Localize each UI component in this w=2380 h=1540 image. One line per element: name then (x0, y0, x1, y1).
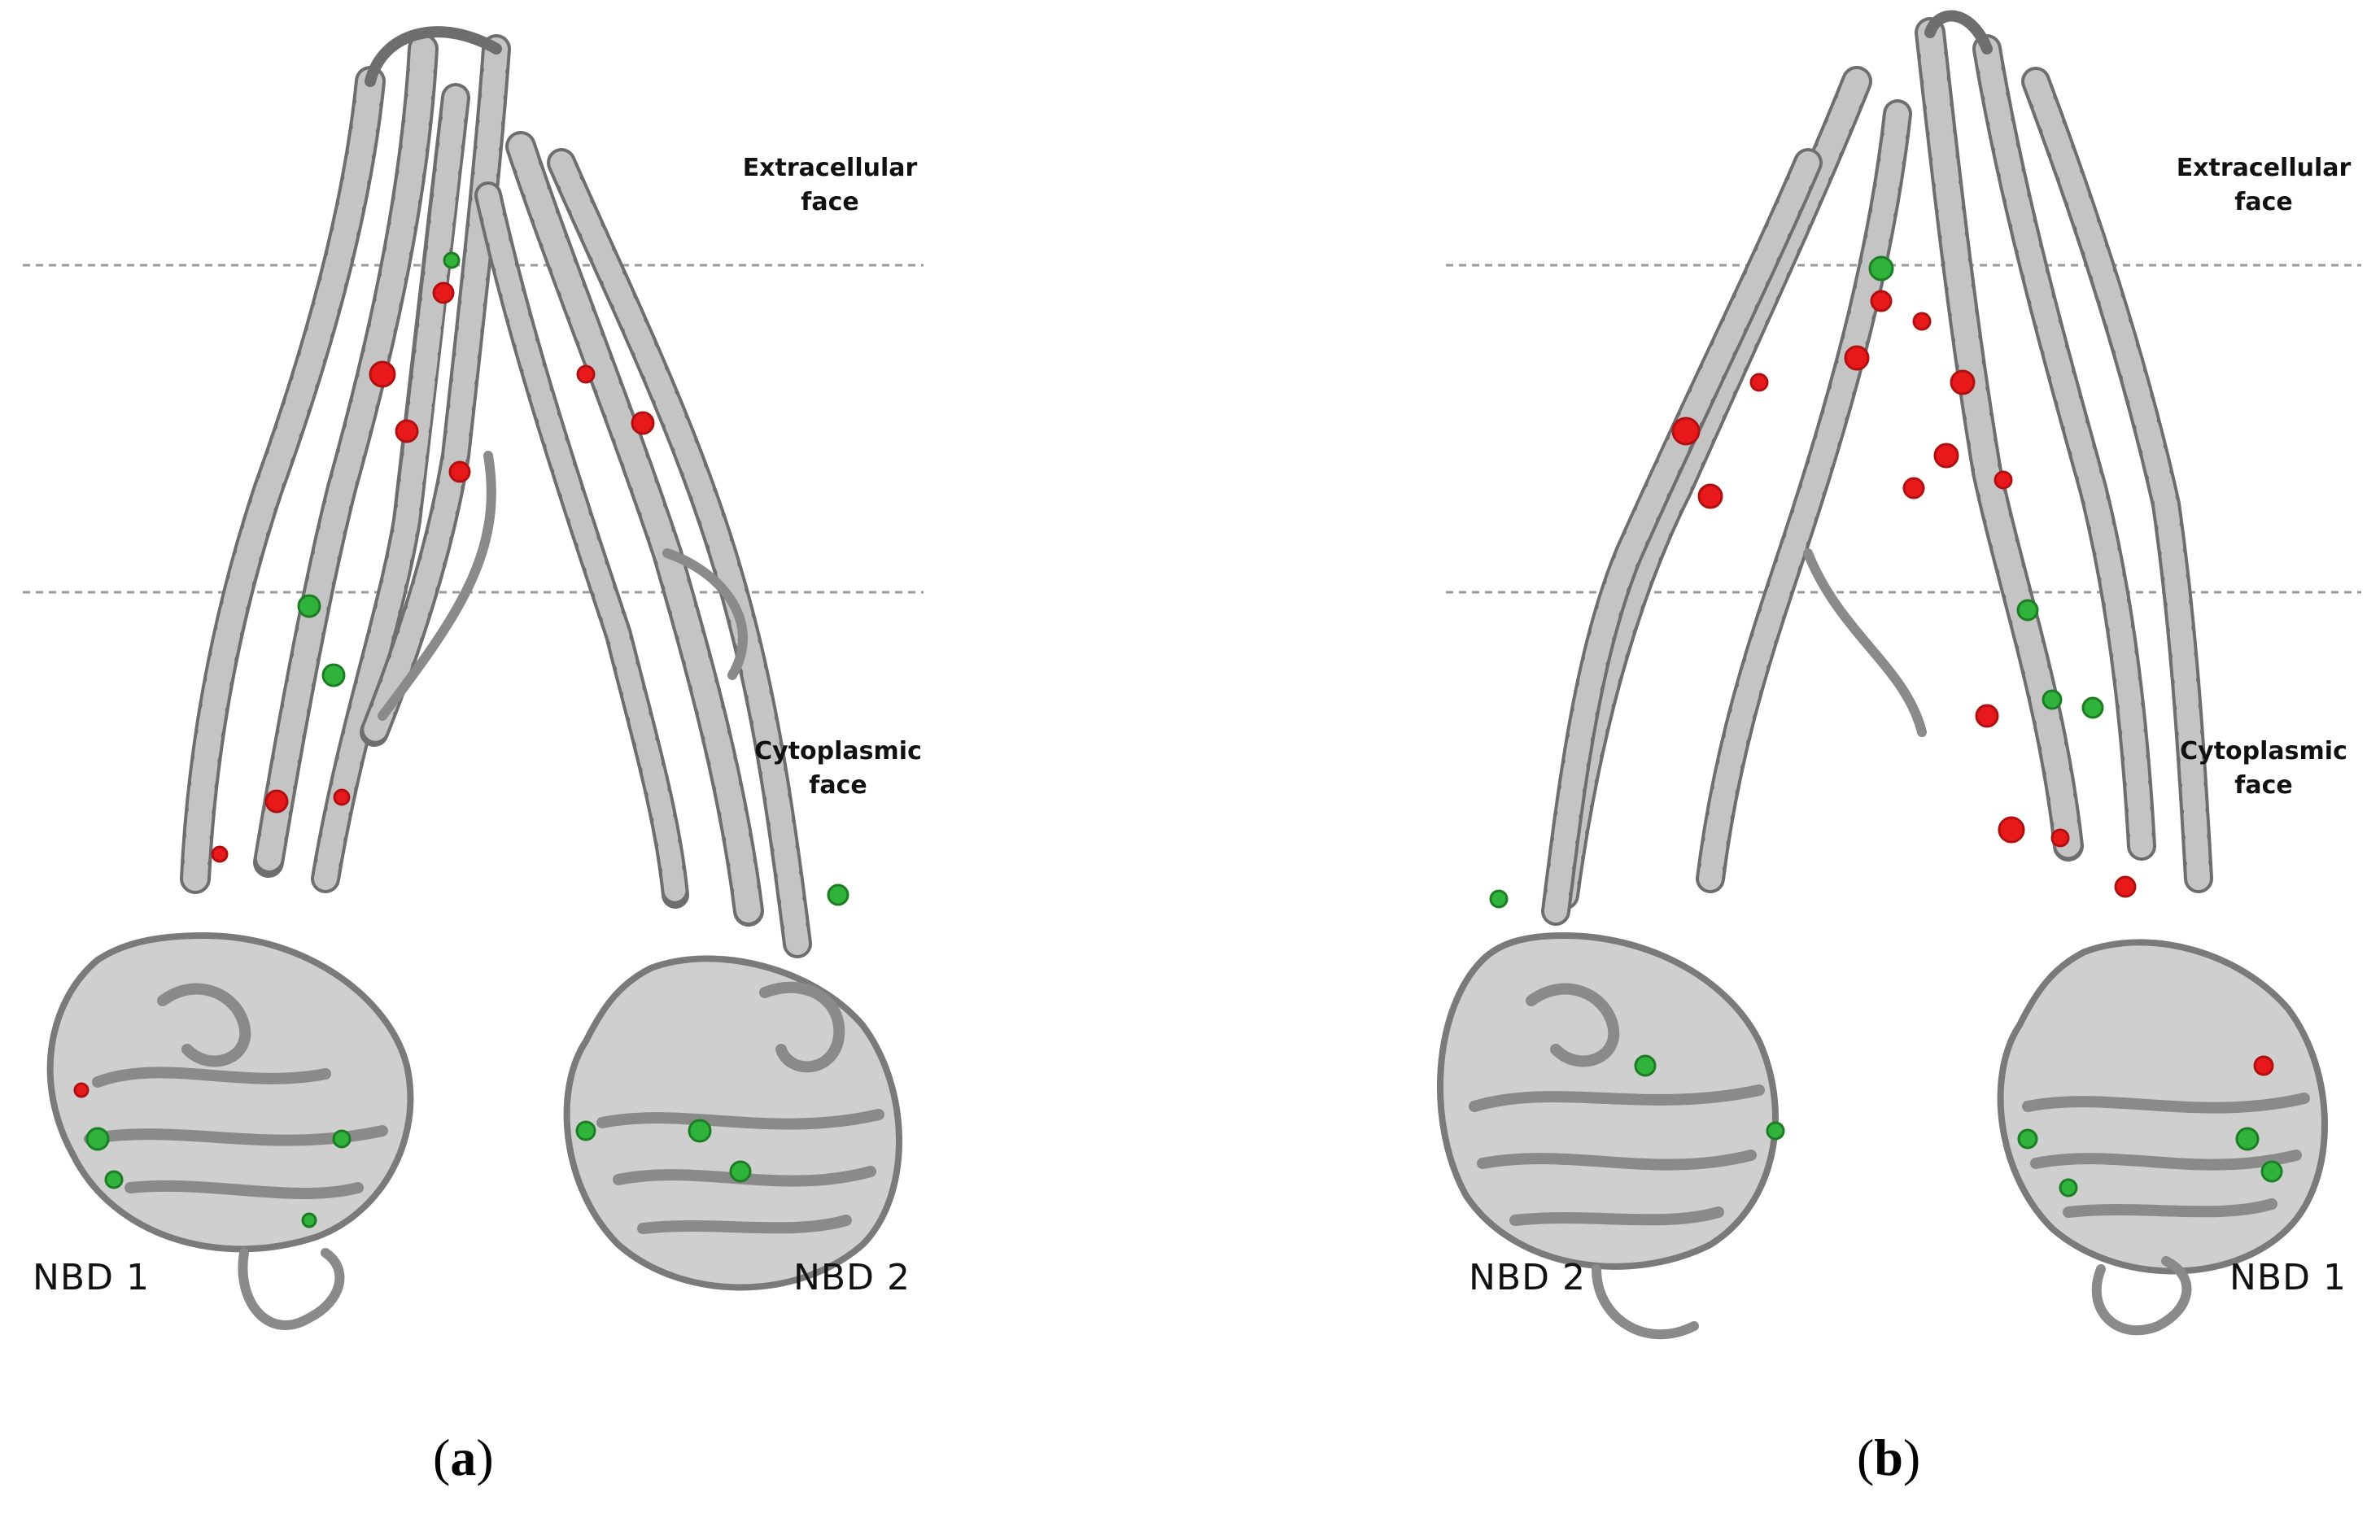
cytoplasmic-label-line1: Cytoplasmic (754, 737, 922, 766)
extracellular-label-line2: face (2234, 188, 2293, 216)
nbd-left-label: NBD 2 (1469, 1257, 1586, 1298)
panel-caption-a: (a) (433, 1429, 494, 1486)
extracellular-face-label: Extracellular face (2158, 151, 2369, 220)
red-residues-b (1671, 290, 2274, 1076)
extracellular-label-line2: face (801, 188, 859, 216)
extracellular-label-line1: Extracellular (2176, 154, 2352, 182)
protein-structure-a (23, 26, 924, 1330)
cytoplasmic-label-line2: face (2234, 771, 2293, 800)
protein-structure-b (1437, 10, 2361, 1340)
panel-b: Extracellular face Cytoplasmic face NBD … (1190, 0, 2379, 1540)
nbd-right-label: NBD 1 (2229, 1257, 2347, 1298)
nbd-right-label: NBD 2 (793, 1257, 911, 1298)
cytoplasmic-face-label: Cytoplasmic face (2158, 735, 2369, 803)
extracellular-label-line1: Extracellular (742, 154, 918, 182)
green-residues-b (1489, 255, 2283, 1198)
green-residues-a (85, 251, 849, 1228)
cytoplasmic-face-label: Cytoplasmic face (732, 735, 944, 803)
extracellular-face-label: Extracellular face (724, 151, 936, 220)
ribbon-structure-b (1437, 10, 2328, 1340)
ribbon-structure-a (46, 26, 902, 1330)
nbd-left-label: NBD 1 (33, 1257, 150, 1298)
red-residues-a (73, 281, 655, 1098)
cytoplasmic-label-line1: Cytoplasmic (2180, 737, 2347, 766)
panel-a: Extracellular face Cytoplasmic face NBD … (23, 26, 944, 1486)
cytoplasmic-label-line2: face (809, 771, 867, 800)
panel-caption-b: (b) (1857, 1429, 1921, 1486)
